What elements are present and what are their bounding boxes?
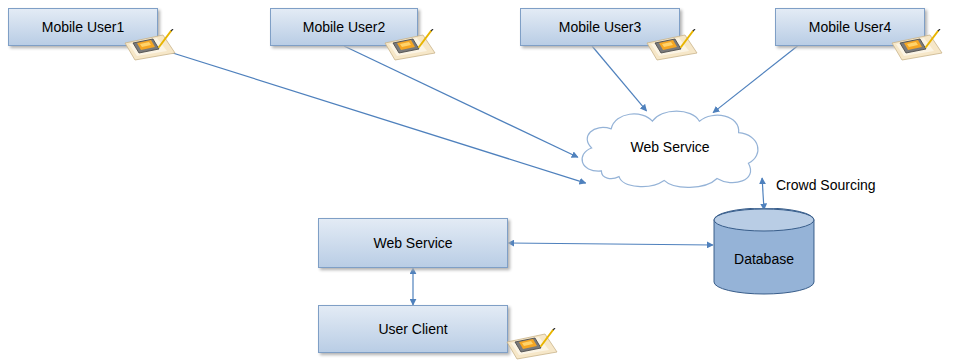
mobile-user-box: Mobile User1 <box>8 8 158 46</box>
node-text: Web Service <box>630 139 709 155</box>
connector-arrow <box>508 243 713 245</box>
connector-arrow <box>592 46 647 111</box>
connector-arrow <box>412 268 413 305</box>
node-text: User Client <box>378 321 447 337</box>
phone-icon <box>641 29 699 61</box>
phone-icon <box>119 29 177 61</box>
phone-icon <box>379 29 437 61</box>
connector-arrow <box>151 46 586 183</box>
crowd-sourcing-label: Crowd Sourcing <box>776 177 876 193</box>
web-service-box: Web Service <box>318 218 508 268</box>
mobile-user-box: Mobile User4 <box>775 8 925 46</box>
node-text: Mobile User1 <box>42 19 124 35</box>
phone-icon <box>501 328 559 360</box>
phone-icon <box>886 29 944 61</box>
mobile-user-box: Mobile User2 <box>270 8 418 46</box>
node-text: Database <box>734 251 794 267</box>
node-text: Web Service <box>373 235 452 251</box>
mobile-user-box: Mobile User3 <box>520 8 680 46</box>
node-text: Mobile User4 <box>809 19 891 35</box>
node-text: Mobile User3 <box>559 19 641 35</box>
connector-arrow <box>713 46 797 113</box>
user-client-box: User Client <box>318 305 508 353</box>
web-service-cloud: Web Service <box>572 104 768 190</box>
node-text: Mobile User2 <box>303 19 385 35</box>
connector-arrow <box>762 178 764 210</box>
database-cylinder: Database <box>713 208 815 296</box>
connector-arrow <box>344 46 578 157</box>
